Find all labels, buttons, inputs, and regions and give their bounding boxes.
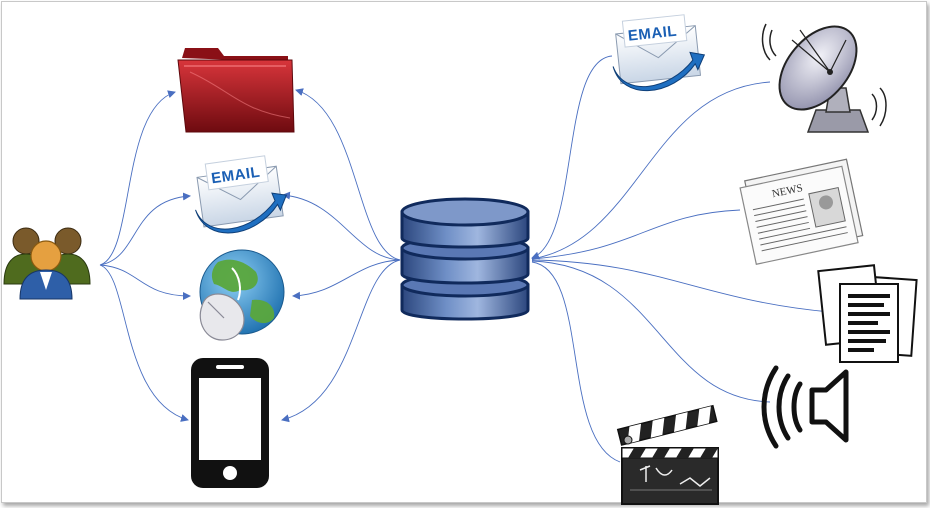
- connector-users-folder: [99, 90, 176, 266]
- smartphone-icon: [191, 358, 269, 488]
- connector-clapper-db: [531, 261, 621, 463]
- connector-users-phone: [99, 264, 189, 422]
- folder-icon: [177, 48, 295, 133]
- speaker-icon: [761, 365, 849, 449]
- email-label: EMAIL: [627, 23, 678, 45]
- documents-icon: [817, 264, 918, 363]
- users-icon: [3, 227, 91, 300]
- connector-email-db: [531, 55, 613, 260]
- connector-speaker-db: [531, 260, 771, 403]
- connector-db-email: [282, 191, 401, 261]
- connector-db-phone: [281, 259, 401, 423]
- connectors: [99, 55, 831, 463]
- satellite-dish-icon: [761, 23, 887, 133]
- connector-news-db: [531, 209, 741, 260]
- connector-db-globe: [292, 259, 401, 300]
- clapperboard-icon: [616, 404, 719, 505]
- globe-mouse-icon: [199, 249, 285, 341]
- newspaper-icon: NEWS: [739, 158, 864, 265]
- email-icon: EMAIL: [612, 14, 706, 92]
- email-icon: EMAIL: [195, 155, 288, 234]
- connector-docs-db: [531, 259, 831, 313]
- email-label: EMAIL: [210, 164, 261, 188]
- connector-users-email: [99, 192, 191, 266]
- connector-users-globe: [99, 264, 191, 300]
- connector-dish-db: [531, 81, 771, 260]
- connector-db-folder: [295, 88, 401, 261]
- database-icon: [400, 197, 530, 321]
